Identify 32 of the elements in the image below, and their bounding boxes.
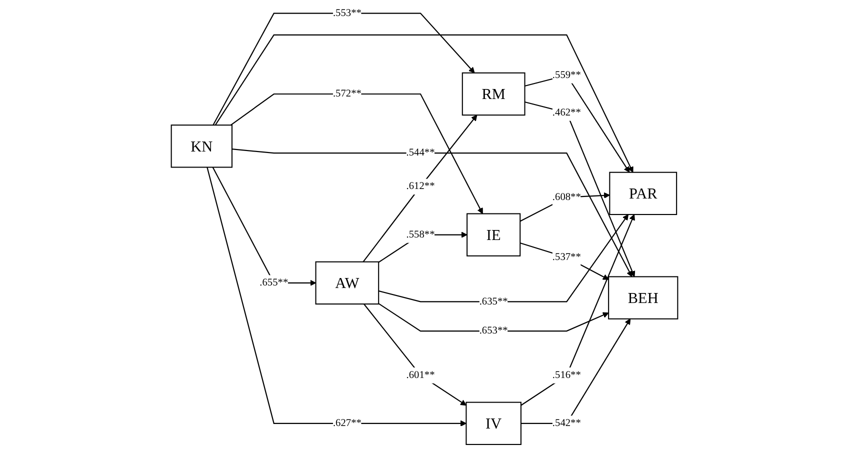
arrow bbox=[524, 101, 636, 277]
edge-label: .516** bbox=[552, 370, 581, 381]
arrow bbox=[520, 214, 635, 406]
arrow bbox=[230, 93, 483, 214]
arrow bbox=[520, 318, 631, 424]
edge-label: .558** bbox=[406, 229, 435, 240]
edge-label: .462** bbox=[552, 107, 581, 118]
edge-label: .553** bbox=[332, 8, 362, 19]
edge-label: .612** bbox=[406, 180, 435, 192]
arrow bbox=[520, 242, 609, 280]
edge-label: .542** bbox=[552, 418, 581, 429]
edge-label: .537** bbox=[552, 252, 581, 263]
arrow bbox=[232, 148, 632, 277]
node-box: PAR bbox=[609, 172, 678, 216]
node-box: IE bbox=[466, 213, 521, 256]
arrow bbox=[364, 304, 466, 406]
edge-label: .635** bbox=[479, 296, 508, 308]
node-box: KN bbox=[170, 124, 232, 168]
edge-label: .559** bbox=[552, 70, 581, 81]
node-box: RM bbox=[462, 72, 526, 116]
node-box: BEH bbox=[608, 276, 678, 320]
edge-label: .608** bbox=[552, 192, 581, 203]
edge-label: .544** bbox=[406, 147, 435, 158]
arrow bbox=[214, 34, 634, 173]
edge-label: .601** bbox=[406, 370, 435, 381]
arrow bbox=[212, 12, 475, 126]
edge-label: .653** bbox=[479, 325, 508, 336]
edge-label: .655** bbox=[260, 277, 288, 288]
node-box: IV bbox=[466, 402, 522, 445]
edge-label: .627** bbox=[332, 418, 362, 429]
edge-label: .572** bbox=[332, 88, 362, 100]
node-box: AW bbox=[315, 261, 380, 305]
